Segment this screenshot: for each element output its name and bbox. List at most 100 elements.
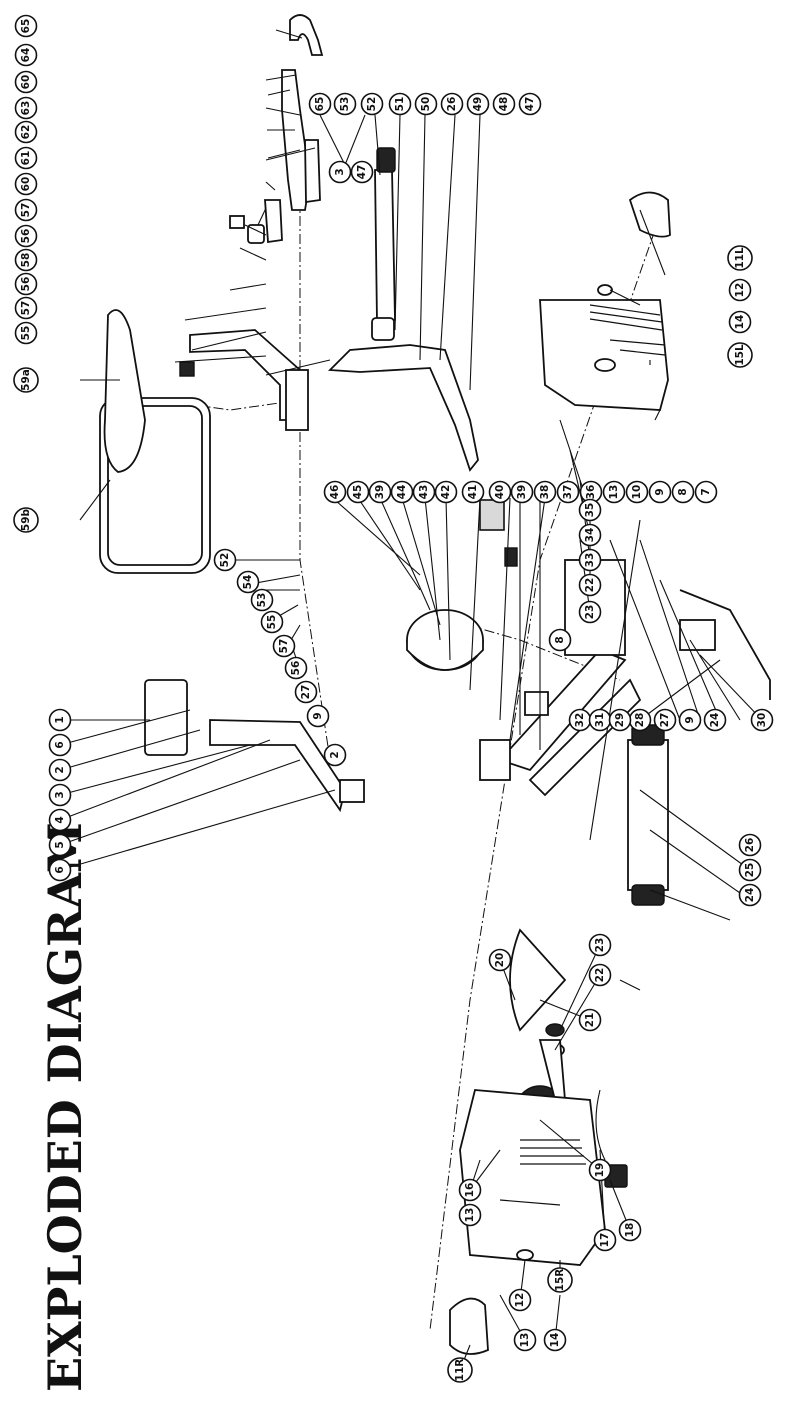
callout-circle xyxy=(466,92,490,116)
callout-number: 24 xyxy=(709,713,721,728)
callout-number: 22 xyxy=(584,578,596,593)
callout-19: 19 xyxy=(588,1158,612,1182)
callout-circle xyxy=(578,600,602,624)
callout-number: 34 xyxy=(584,528,596,543)
pedal-washer xyxy=(597,284,613,296)
callout-circle xyxy=(488,948,512,972)
callout-16: 16 xyxy=(458,1178,482,1202)
callout-number: 37 xyxy=(562,485,574,500)
shroud-hole xyxy=(594,358,616,372)
callout-circle xyxy=(488,480,512,504)
callout-number: 35 xyxy=(584,503,596,518)
callout-44: 44 xyxy=(390,480,414,504)
callout-circle xyxy=(728,278,752,302)
callout-number: 49 xyxy=(472,97,484,112)
callout-circle xyxy=(284,656,308,680)
callout-number: 6 xyxy=(54,866,66,873)
main-frame xyxy=(498,648,627,772)
callout-21: 21 xyxy=(578,1008,602,1032)
callout-14: 14 xyxy=(728,310,752,334)
leader-lines xyxy=(59,29,763,1371)
callout-number: 56 xyxy=(290,661,302,676)
callout-52: 52 xyxy=(360,92,384,116)
callout-number: 13 xyxy=(608,485,620,500)
callout-circle xyxy=(14,198,38,222)
callout-number: 16 xyxy=(464,1183,476,1198)
callout-52: 52 xyxy=(213,548,237,572)
callout-13: 13 xyxy=(602,480,626,504)
callout-7: 7 xyxy=(694,480,718,504)
callout-circle xyxy=(333,92,357,116)
callout-number: 40 xyxy=(494,485,506,500)
callout-56: 56 xyxy=(14,224,38,248)
handlebar-post xyxy=(209,719,346,813)
callout-8: 8 xyxy=(671,480,695,504)
callout-circle xyxy=(14,321,38,345)
tension-box xyxy=(679,619,716,651)
callout-number: 65 xyxy=(20,19,32,34)
callout-63: 63 xyxy=(14,96,38,120)
callout-12: 12 xyxy=(508,1288,532,1312)
callout-number: 20 xyxy=(494,953,506,968)
callout-number: 38 xyxy=(539,485,551,500)
callout-number: 50 xyxy=(420,97,432,112)
callout-56: 56 xyxy=(14,272,38,296)
callout-circle xyxy=(458,1203,482,1227)
callout-24: 24 xyxy=(703,708,727,732)
callout-circle xyxy=(588,963,612,987)
callout-circle xyxy=(294,680,318,704)
callout-3: 3 xyxy=(328,160,352,184)
callout-number: 43 xyxy=(418,485,430,500)
callout-circle xyxy=(518,92,542,116)
callout-45: 45 xyxy=(346,480,370,504)
callout-number: 55 xyxy=(20,326,32,341)
callout-number: 39 xyxy=(516,485,528,500)
callout-2: 2 xyxy=(323,743,347,767)
callout-2: 2 xyxy=(48,758,72,782)
callout-41: 41 xyxy=(461,480,485,504)
callout-18: 18 xyxy=(618,1218,642,1242)
callout-number: 8 xyxy=(554,636,566,643)
callout-circle xyxy=(13,367,39,393)
callout-number: 41 xyxy=(467,485,479,500)
callout-number: 28 xyxy=(634,713,646,728)
callout-65: 65 xyxy=(14,14,38,38)
rear-end-cap-2 xyxy=(371,317,395,341)
right-shroud xyxy=(539,299,669,411)
callout-number: 18 xyxy=(624,1223,636,1238)
callout-circle xyxy=(547,1267,573,1293)
callout-number: 53 xyxy=(256,593,268,608)
callout-circle xyxy=(350,160,374,184)
callout-number: 56 xyxy=(20,277,32,292)
callout-circle xyxy=(414,92,438,116)
callout-3: 3 xyxy=(48,783,72,807)
callout-number: 61 xyxy=(20,151,32,166)
callout-circle xyxy=(458,1178,482,1202)
callout-number: 26 xyxy=(446,97,458,112)
callout-circle xyxy=(323,480,347,504)
callout-number: 23 xyxy=(594,938,606,953)
callout-22: 22 xyxy=(578,573,602,597)
rear-end-cap xyxy=(376,147,396,173)
callout-circle xyxy=(14,296,38,320)
callout-33: 33 xyxy=(578,548,602,572)
callout-circle xyxy=(543,1328,567,1352)
callout-circle xyxy=(602,480,626,504)
callout-circle xyxy=(14,14,38,38)
callout-13: 13 xyxy=(458,1203,482,1227)
callout-number: 46 xyxy=(329,485,341,500)
callout-number: 53 xyxy=(339,97,351,112)
callout-circle xyxy=(648,480,672,504)
left-shroud-hatching xyxy=(499,1139,586,1206)
callout-circle xyxy=(48,808,72,832)
seat-plate xyxy=(285,369,309,431)
callout-circle xyxy=(14,224,38,248)
callout-number: 10 xyxy=(631,485,643,500)
sensor-wire xyxy=(595,1089,606,1161)
callout-49: 49 xyxy=(466,92,490,116)
callout-number: 2 xyxy=(54,766,66,773)
callout-number: 12 xyxy=(514,1293,526,1308)
callout-50: 50 xyxy=(414,92,438,116)
